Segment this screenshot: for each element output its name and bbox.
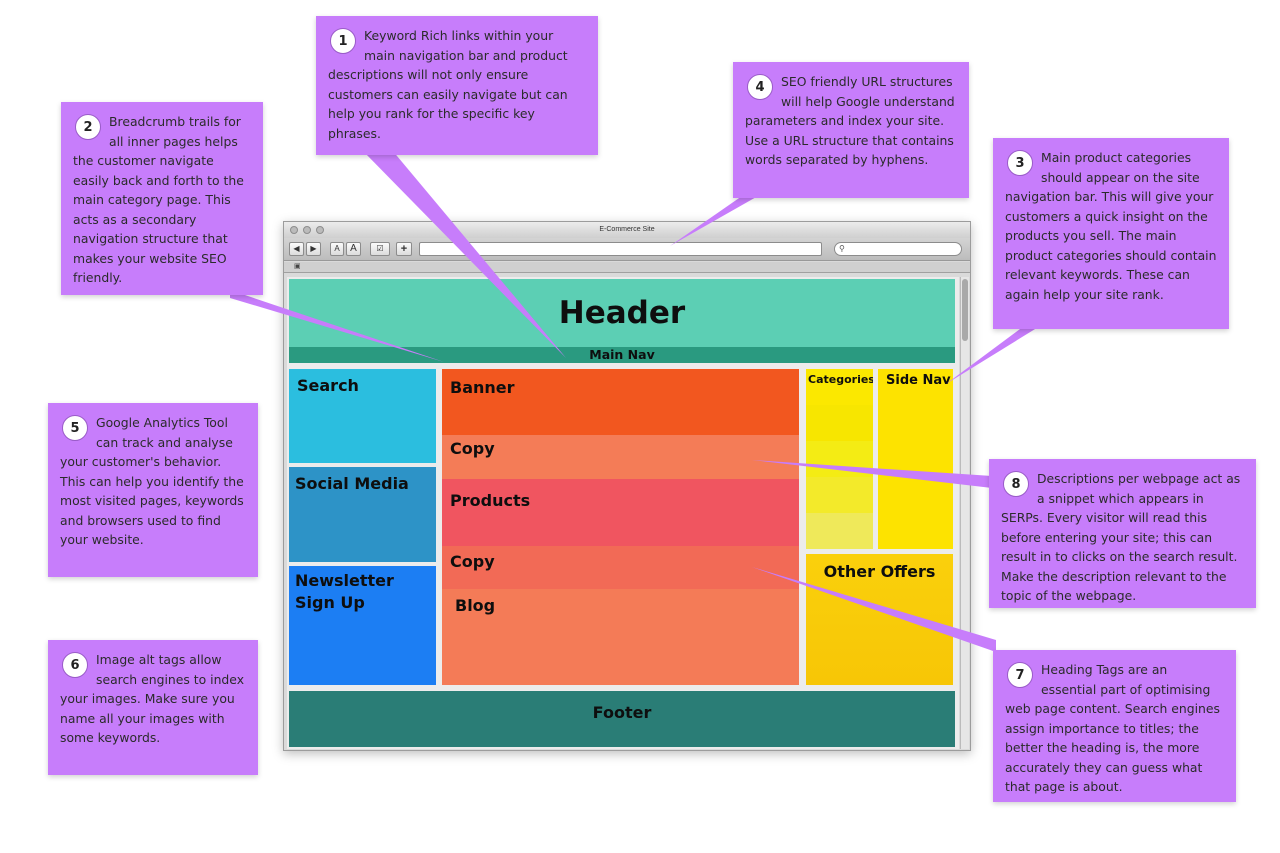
bookmark-icon: ☑ — [376, 244, 384, 253]
callout-number: 4 — [747, 74, 773, 100]
side-nav-block: Side Nav — [878, 369, 953, 549]
copy-label-2: Copy — [450, 552, 495, 571]
callout-8: 8 Descriptions per webpage act as a snip… — [989, 459, 1256, 608]
page-viewport: Header Main Nav Search Social Media News… — [287, 277, 959, 749]
banner-block: Banner — [442, 369, 799, 435]
footer-label: Footer — [592, 703, 652, 722]
search-field[interactable]: ⚲ — [834, 242, 962, 256]
side-nav-label: Side Nav — [886, 373, 951, 388]
categories-block: Categories — [806, 369, 873, 549]
forward-arrow-icon: ▶ — [310, 244, 317, 253]
callout-text: Breadcrumb trails for all inner pages he… — [73, 114, 244, 285]
callout-text: Heading Tags are an essential part of op… — [1005, 662, 1220, 794]
copy-block-1: Copy — [442, 435, 799, 479]
callout-6: 6 Image alt tags allow search engines to… — [48, 640, 258, 775]
callout-5: 5 Google Analytics Tool can track and an… — [48, 403, 258, 577]
callout-text: Descriptions per webpage act as a snippe… — [1001, 471, 1241, 603]
blog-block: Blog — [442, 589, 799, 685]
banner-label: Banner — [450, 378, 515, 397]
category-stripe — [806, 441, 873, 477]
zoom-window-icon[interactable] — [316, 226, 324, 234]
header-label: Header — [558, 295, 686, 331]
social-media-label: Social Media — [295, 474, 409, 493]
browser-toolbar: ◀ ▶ A A ☑ + ⚲ — [284, 238, 970, 261]
main-nav-label: Main Nav — [589, 347, 655, 362]
callout-text: SEO friendly URL structures will help Go… — [745, 74, 955, 167]
text-smaller-button[interactable]: A — [330, 242, 344, 256]
search-label: Search — [297, 376, 359, 395]
callout-text: Google Analytics Tool can track and anal… — [60, 415, 244, 547]
search-icon: ⚲ — [839, 244, 845, 253]
callout-number: 2 — [75, 114, 101, 140]
products-block: Products — [442, 479, 799, 546]
minimize-window-icon[interactable] — [303, 226, 311, 234]
category-stripe — [806, 477, 873, 513]
other-offers-label: Other Offers — [823, 562, 936, 581]
callout-number: 1 — [330, 28, 356, 54]
callout-1: 1 Keyword Rich links within your main na… — [316, 16, 598, 155]
callout-number: 6 — [62, 652, 88, 678]
newsletter-label: Newsletter Sign Up — [295, 571, 394, 612]
callout-7: 7 Heading Tags are an essential part of … — [993, 650, 1236, 802]
back-arrow-icon: ◀ — [293, 244, 300, 253]
blog-label: Blog — [455, 596, 496, 615]
callout-4: 4 SEO friendly URL structures will help … — [733, 62, 969, 198]
add-bookmark-button[interactable]: + — [396, 242, 412, 256]
callout-number: 8 — [1003, 471, 1029, 497]
bookmarks-bar: ▣ — [284, 262, 970, 273]
callout-text: Image alt tags allow search engines to i… — [60, 652, 245, 745]
products-label: Products — [450, 491, 531, 510]
back-button[interactable]: ◀ — [289, 242, 304, 256]
callout-text: Keyword Rich links within your main navi… — [328, 28, 568, 141]
newsletter-block: Newsletter Sign Up — [289, 566, 436, 685]
book-icon[interactable]: ▣ — [294, 263, 301, 270]
category-stripe — [806, 369, 873, 405]
categories-label: Categories — [808, 373, 873, 386]
copy-label-1: Copy — [450, 439, 495, 458]
header-block: Header — [289, 279, 955, 347]
title-bar: E-Commerce Site — [284, 222, 970, 238]
window-title: E-Commerce Site — [599, 226, 655, 233]
text-larger-label: A — [350, 243, 357, 254]
text-smaller-label: A — [334, 244, 340, 253]
callout-number: 7 — [1007, 662, 1033, 688]
social-media-block: Social Media — [289, 467, 436, 562]
plus-icon: + — [400, 243, 408, 255]
callout-number: 3 — [1007, 150, 1033, 176]
category-stripe — [806, 405, 873, 441]
text-larger-button[interactable]: A — [346, 242, 361, 256]
search-block: Search — [289, 369, 436, 463]
main-nav-block: Main Nav — [289, 347, 955, 363]
browser-window: E-Commerce Site ◀ ▶ A A ☑ + ⚲ ▣ Header — [283, 221, 971, 751]
callout-text: Main product categories should appear on… — [1005, 150, 1217, 302]
callout-3: 3 Main product categories should appear … — [993, 138, 1229, 329]
other-offers-block: Other Offers — [806, 554, 953, 685]
callout-2: 2 Breadcrumb trails for all inner pages … — [61, 102, 263, 295]
close-window-icon[interactable] — [290, 226, 298, 234]
category-stripe — [806, 513, 873, 549]
copy-block-2: Copy — [442, 546, 799, 589]
vertical-scrollbar[interactable] — [960, 277, 969, 749]
address-bar[interactable] — [419, 242, 822, 256]
forward-button[interactable]: ▶ — [306, 242, 321, 256]
scrollbar-thumb[interactable] — [962, 279, 968, 341]
footer-block: Footer — [289, 691, 955, 747]
callout-number: 5 — [62, 415, 88, 441]
bookmark-button[interactable]: ☑ — [370, 242, 390, 256]
